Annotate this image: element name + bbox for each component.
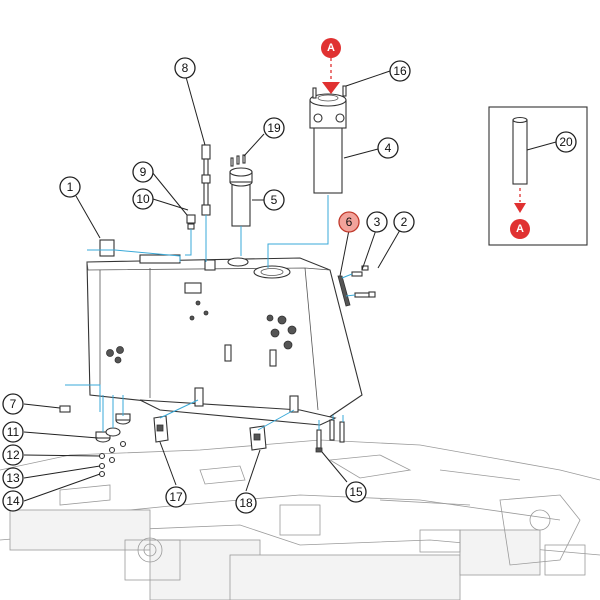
- return-filter: [309, 85, 347, 194]
- callout-3: 3: [366, 211, 388, 233]
- callout-label-7: 7: [10, 397, 17, 411]
- view-marker-top-label: A: [327, 42, 335, 54]
- assembly-lines: [65, 195, 356, 432]
- view-marker-detail-label: A: [516, 223, 524, 235]
- callout-10: 10: [132, 188, 154, 210]
- callout-label-2: 2: [401, 215, 408, 229]
- callout-label-17: 17: [169, 490, 183, 504]
- detail-inset: [488, 106, 588, 246]
- callout-5: 5: [263, 189, 285, 211]
- callout-label-9: 9: [140, 165, 147, 179]
- view-marker-detail: A: [510, 219, 530, 239]
- callout-13: 13: [2, 467, 24, 489]
- filler-strainer: [229, 154, 253, 227]
- callout-20: 20: [555, 131, 577, 153]
- callout-label-10: 10: [136, 192, 150, 206]
- callout-18: 18: [235, 492, 257, 514]
- chassis-frame: [0, 439, 600, 600]
- callout-9: 9: [132, 161, 154, 183]
- callout-label-3: 3: [374, 215, 381, 229]
- callout-6: 6: [338, 211, 360, 233]
- marker-lines: [322, 58, 526, 213]
- callout-label-1: 1: [67, 180, 74, 194]
- callout-17: 17: [165, 486, 187, 508]
- callout-label-20: 20: [559, 135, 573, 149]
- callout-2: 2: [393, 211, 415, 233]
- callout-label-15: 15: [349, 485, 363, 499]
- breather-cap: [186, 214, 196, 230]
- callout-7: 7: [2, 393, 24, 415]
- callout-label-14: 14: [6, 494, 20, 508]
- callout-16: 16: [389, 60, 411, 82]
- callout-label-12: 12: [6, 448, 20, 462]
- callout-label-4: 4: [385, 141, 392, 155]
- mounting-bracket-left: [153, 415, 169, 443]
- isolator-pad: [59, 405, 71, 413]
- callout-label-16: 16: [393, 64, 407, 78]
- callout-8: 8: [174, 57, 196, 79]
- isolator-stack: [95, 413, 131, 478]
- callout-label-13: 13: [6, 471, 20, 485]
- callout-label-19: 19: [267, 121, 281, 135]
- callout-19: 19: [263, 117, 285, 139]
- callout-label-18: 18: [239, 496, 253, 510]
- marker-arrow-detail: [514, 203, 526, 213]
- view-marker-top: A: [321, 38, 341, 58]
- callout-11: 11: [2, 421, 24, 443]
- hydraulic-tank: [86, 239, 363, 426]
- callout-12: 12: [2, 444, 24, 466]
- callout-1: 1: [59, 176, 81, 198]
- level-sensor: [201, 144, 211, 216]
- marker-arrow-top: [322, 82, 340, 94]
- callout-label-11: 11: [7, 425, 20, 439]
- callout-14: 14: [2, 490, 24, 512]
- callout-label-6: 6: [346, 215, 353, 229]
- sight-gauge: [337, 265, 376, 307]
- callout-label-5: 5: [271, 193, 278, 207]
- callout-15: 15: [345, 481, 367, 503]
- mounting-bracket-right: [249, 425, 267, 451]
- leader-lines: [23, 70, 557, 502]
- callout-4: 4: [377, 137, 399, 159]
- callout-label-8: 8: [182, 61, 189, 75]
